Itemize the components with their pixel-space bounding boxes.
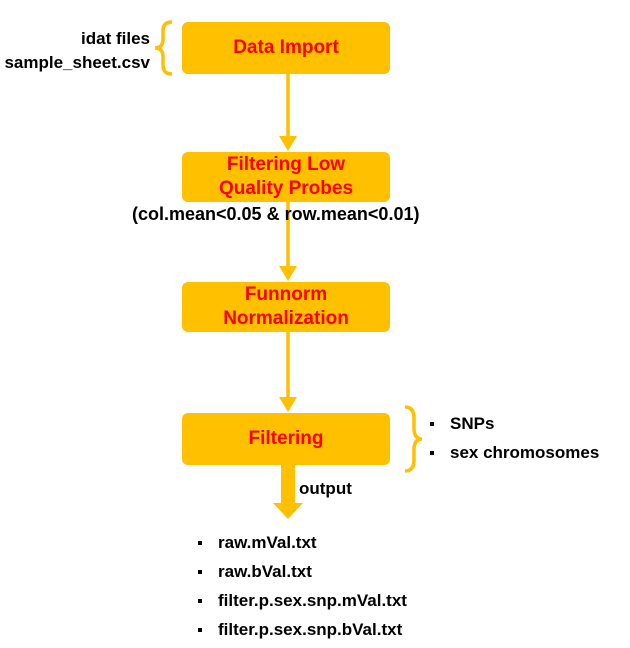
- step-filtering: Filtering: [182, 413, 390, 465]
- bullet-icon: [198, 540, 202, 545]
- input-sample-sheet: sample_sheet.csv: [4, 53, 150, 72]
- filtering-targets-list: SNPs sex chromosomes: [430, 409, 599, 467]
- step-funnorm-normalization: Funnorm Normalization: [182, 282, 390, 332]
- bullet-icon: [430, 421, 434, 426]
- output-file: raw.bVal.txt: [218, 561, 312, 581]
- filtering-target-snps: SNPs: [450, 413, 495, 433]
- step-data-import: Data Import: [182, 22, 390, 74]
- input-idat-files: idat files: [81, 29, 150, 48]
- filtering-target-sex-chromosomes: sex chromosomes: [450, 442, 600, 462]
- filter-criteria: (col.mean<0.05 & row.mean<0.01): [132, 204, 420, 224]
- filtering-brace: [404, 405, 423, 473]
- output-file: filter.p.sex.snp.bVal.txt: [218, 619, 403, 639]
- arrowhead-funnorm: [279, 266, 297, 281]
- list-item: raw.mVal.txt: [198, 528, 407, 557]
- input-files-list: idat files sample_sheet.csv: [4, 27, 150, 75]
- list-item: SNPs: [430, 409, 599, 438]
- output-arrow: [273, 465, 303, 519]
- arrowhead-lowq: [279, 136, 297, 151]
- list-item: filter.p.sex.snp.bVal.txt: [198, 615, 407, 644]
- bullet-icon: [198, 627, 202, 632]
- list-item: filter.p.sex.snp.mVal.txt: [198, 586, 407, 615]
- bullet-icon: [198, 569, 202, 574]
- arrowhead-filtering: [279, 397, 297, 412]
- list-item: raw.bVal.txt: [198, 557, 407, 586]
- inputs-brace: [154, 20, 173, 76]
- output-files-list: raw.mVal.txt raw.bVal.txt filter.p.sex.s…: [198, 528, 407, 644]
- output-label: output: [299, 479, 352, 498]
- bullet-icon: [430, 450, 434, 455]
- bullet-icon: [198, 598, 202, 603]
- step-filtering-low-quality-probes: Filtering Low Quality Probes: [182, 152, 390, 202]
- output-file: raw.mVal.txt: [218, 532, 317, 552]
- list-item: sex chromosomes: [430, 438, 599, 467]
- output-file: filter.p.sex.snp.mVal.txt: [218, 590, 407, 610]
